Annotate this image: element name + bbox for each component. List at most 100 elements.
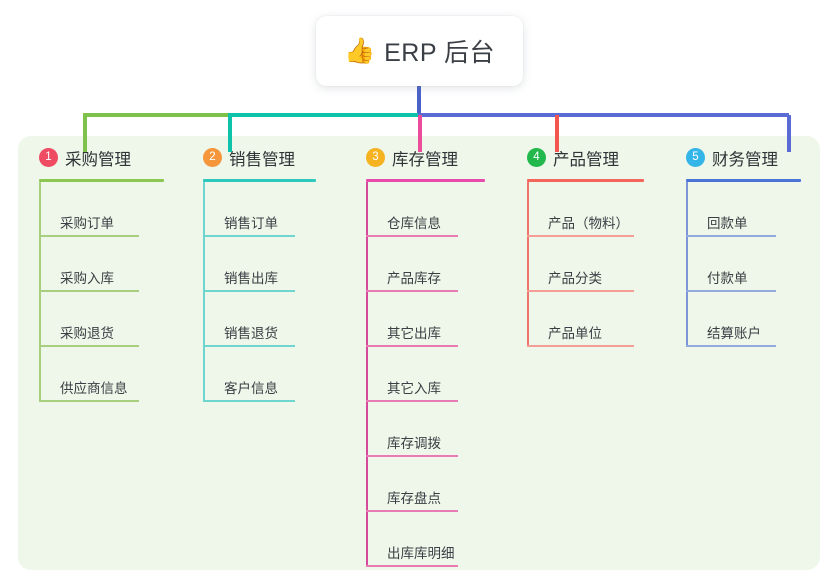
leaf-label: 采购入库 [60,271,114,286]
leaf-rule [39,290,139,292]
leaf-rule [366,235,458,237]
root-node-content: 👍 ERP 后台 [344,33,495,69]
column-badge-purchasing: 1 [39,148,58,167]
drop-purchasing [83,115,87,152]
leaf-rule [203,400,295,402]
leaf-rule [366,400,458,402]
column-rule-purchasing [39,179,164,182]
leaf-rule [686,290,776,292]
list-item[interactable]: 采购订单 [39,182,186,237]
list-item[interactable]: 产品单位 [527,292,666,347]
column-badge-inventory: 3 [366,148,385,167]
bus-segment-green [83,113,230,117]
leaf-list-inventory: 仓库信息产品库存其它出库其它入库库存调拨库存盘点出库库明细 [366,182,508,567]
leaf-rule [366,290,458,292]
list-item[interactable]: 库存调拨 [366,402,508,457]
leaf-label: 其它出库 [387,326,441,341]
leaf-rule [39,235,139,237]
column-inventory: 3 库存管理仓库信息产品库存其它出库其它入库库存调拨库存盘点出库库明细 [346,136,508,570]
list-item[interactable]: 产品（物料） [527,182,666,237]
list-item[interactable]: 产品库存 [366,237,508,292]
leaf-spine-sales [203,182,205,402]
list-item[interactable]: 其它出库 [366,292,508,347]
leaf-list-product: 产品（物料） 产品分类产品单位 [527,182,666,347]
leaf-list-purchasing: 采购订单采购入库采购退货供应商信息 [39,182,186,402]
leaf-label: 客户信息 [224,381,278,396]
leaf-rule [366,565,458,567]
leaf-rule [366,510,458,512]
leaf-label: 产品库存 [387,271,441,286]
column-rule-product [527,179,644,182]
root-node-card[interactable]: 👍 ERP 后台 [316,16,523,86]
list-item[interactable]: 结算账户 [686,292,820,347]
list-item[interactable]: 供应商信息 [39,347,186,402]
list-item[interactable]: 客户信息 [203,347,346,402]
leaf-rule [686,345,776,347]
leaf-spine-finance [686,182,688,347]
leaf-label: 产品分类 [548,271,602,286]
leaf-label: 销售退货 [224,326,278,341]
leaf-label: 结算账户 [707,326,761,341]
leaf-label: 销售出库 [224,271,278,286]
column-badge-sales: 2 [203,148,222,167]
column-rule-finance [686,179,801,182]
column-finance: 5 财务管理回款单付款单结算账户 [666,136,820,570]
list-item[interactable]: 销售出库 [203,237,346,292]
column-title-product: 产品管理 [553,150,619,169]
list-item[interactable]: 采购入库 [39,237,186,292]
list-item[interactable]: 出库库明细 [366,512,508,567]
leaf-rule [527,290,634,292]
list-item[interactable]: 销售退货 [203,292,346,347]
column-sales: 2 销售管理销售订单销售出库销售退货客户信息 [186,136,346,570]
leaf-label: 供应商信息 [60,381,128,396]
column-rule-inventory [366,179,485,182]
drop-inventory [418,115,422,152]
leaf-label: 产品单位 [548,326,602,341]
leaf-rule [686,235,776,237]
leaf-rule [203,345,295,347]
leaf-label: 其它入库 [387,381,441,396]
leaf-label: 库存调拨 [387,436,441,451]
list-item[interactable]: 产品分类 [527,237,666,292]
leaf-label: 仓库信息 [387,216,441,231]
column-rule-sales [203,179,316,182]
list-item[interactable]: 付款单 [686,237,820,292]
leaf-label: 回款单 [707,216,748,231]
column-header-finance[interactable]: 5 财务管理 [686,145,820,170]
list-item[interactable]: 销售订单 [203,182,346,237]
leaf-label: 销售订单 [224,216,278,231]
leaf-rule [366,345,458,347]
column-title-inventory: 库存管理 [392,150,458,169]
list-item[interactable]: 采购退货 [39,292,186,347]
leaf-list-sales: 销售订单销售出库销售退货客户信息 [203,182,346,402]
leaf-rule [527,235,634,237]
leaf-rule [39,345,139,347]
column-header-sales[interactable]: 2 销售管理 [203,145,346,170]
leaf-label: 采购订单 [60,216,114,231]
list-item[interactable]: 仓库信息 [366,182,508,237]
column-title-finance: 财务管理 [712,150,778,169]
list-item[interactable]: 库存盘点 [366,457,508,512]
list-item[interactable]: 其它入库 [366,347,508,402]
leaf-rule [366,455,458,457]
column-badge-finance: 5 [686,148,705,167]
title-stem-connector [417,80,421,116]
leaf-rule [203,290,295,292]
leaf-list-finance: 回款单付款单结算账户 [686,182,820,347]
bus-segment-blue [418,113,789,117]
drop-finance [787,115,791,152]
column-title-sales: 销售管理 [229,150,295,169]
thumbs-up-icon: 👍 [343,36,376,65]
leaf-rule [527,345,634,347]
list-item[interactable]: 回款单 [686,182,820,237]
leaf-label: 库存盘点 [387,491,441,506]
leaf-spine-inventory [366,182,368,567]
column-header-inventory[interactable]: 3 库存管理 [366,145,508,170]
leaf-label: 出库库明细 [387,546,455,561]
